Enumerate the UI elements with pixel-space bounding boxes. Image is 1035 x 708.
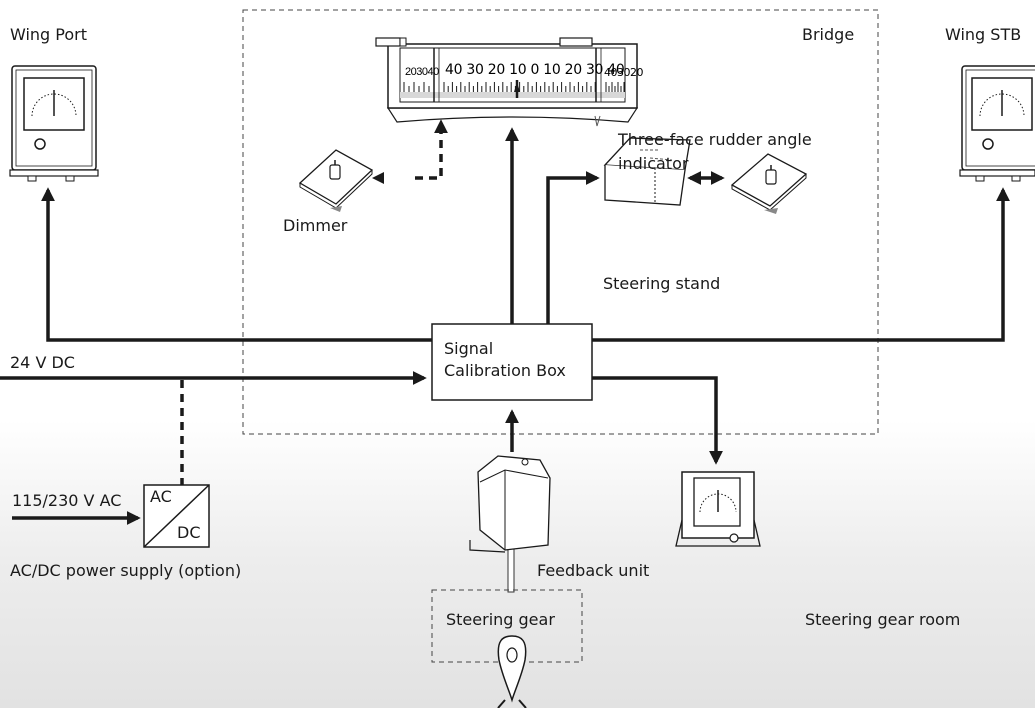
bridge-zone-border [242, 9, 879, 435]
feedback-shaft [507, 547, 515, 593]
wing-stb-indicator [959, 65, 1035, 182]
steering-gear-room-label: Steering gear room [805, 610, 961, 629]
line-box-to-lower-indicator [592, 376, 723, 465]
signal-calibration-box-frame [431, 323, 593, 401]
lower-rudder-indicator [675, 471, 761, 547]
dimmer-label: Dimmer [283, 216, 348, 235]
signal-calibration-line2: Calibration Box [444, 361, 566, 380]
scale-right: 403020 [604, 66, 644, 79]
dashed-dimmer-to-indicator [415, 119, 448, 180]
feedback-unit-device [469, 455, 551, 553]
scale-right-label: 403020 [604, 66, 644, 79]
psu-dc-label: DC [177, 523, 201, 542]
three-face-rudder-indicator [375, 37, 639, 127]
wing-port-indicator [9, 65, 99, 182]
dimmer-arrow-tip [372, 172, 384, 184]
wing-stb-label: Wing STB [945, 25, 1022, 44]
bridge-label: Bridge [802, 25, 855, 44]
remote-panel-device [730, 153, 808, 214]
power-supply-unit [143, 484, 210, 548]
line-box-to-wing-port [41, 187, 432, 342]
dimmer-device [298, 149, 374, 212]
scale-center: 40 30 20 10 0 10 20 30 40 [445, 62, 625, 78]
feedback-unit-label: Feedback unit [537, 561, 650, 580]
ac-supply-label: 115/230 V AC [12, 491, 122, 510]
rudder-icon [497, 635, 527, 708]
scale-left-label: 203040 [405, 66, 439, 78]
wing-port-label: Wing Port [10, 25, 88, 44]
steering-gear-label: Steering gear [446, 610, 555, 629]
steering-stand-label: Steering stand [603, 274, 721, 293]
psu-ac-label: AC [150, 487, 172, 506]
steering-stand-device [603, 137, 691, 206]
rudder-indicator-label-line1: Three-face rudder angle [618, 130, 812, 149]
dc-supply-label: 24 V DC [10, 353, 75, 372]
power-supply-label: AC/DC power supply (option) [10, 561, 242, 580]
scale-left: 203040 [405, 66, 439, 78]
rudder-indicator-label-line2: indicator [618, 154, 689, 173]
scale-center-label: 40 30 20 10 0 10 20 30 40 [445, 62, 625, 78]
line-box-to-steering-stand [546, 171, 600, 324]
line-box-to-wing-stb [592, 187, 1010, 342]
signal-calibration-line1: Signal [444, 339, 494, 358]
signal-calibration-box-text: Signal Calibration Box [444, 338, 566, 382]
